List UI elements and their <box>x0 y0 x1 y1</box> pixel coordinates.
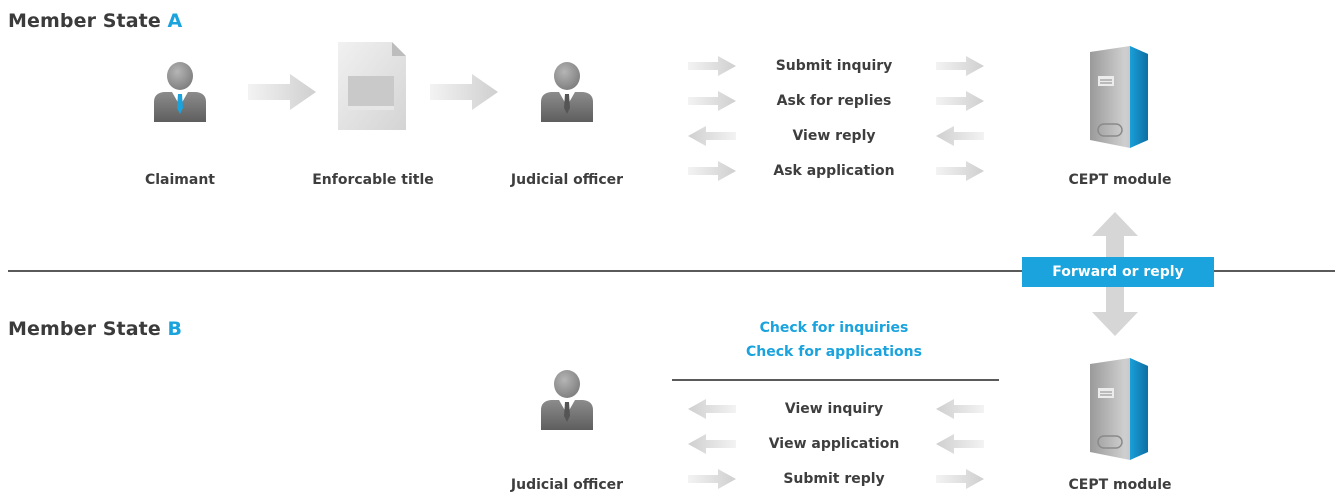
checks-underline <box>672 379 999 381</box>
arrow-right-icon <box>430 74 498 110</box>
state-a-letter: A <box>167 10 183 32</box>
cept-module-a-label: CEPT module <box>1068 172 1172 188</box>
arrow-left-icon <box>936 434 984 454</box>
flow-label: Submit reply <box>783 471 885 487</box>
flow-label: Ask for replies <box>776 93 892 109</box>
state-b-title-text: Member State <box>8 318 161 340</box>
document-icon <box>338 42 406 130</box>
state-b-title: Member State B <box>8 318 182 340</box>
arrow-right-icon <box>936 56 984 76</box>
flow-label: View reply <box>792 128 876 144</box>
flow-label: View application <box>768 436 900 452</box>
flow-label: View inquiry <box>784 401 884 417</box>
arrow-left-icon <box>936 399 984 419</box>
flow-label: Ask application <box>773 163 895 179</box>
arrow-right-icon <box>936 161 984 181</box>
claimant-label: Claimant <box>144 172 215 188</box>
state-b-letter: B <box>167 318 183 340</box>
arrow-right-icon <box>936 469 984 489</box>
judicial-officer-b-label: Judicial officer <box>510 477 624 493</box>
flow-label: Submit inquiry <box>775 58 893 74</box>
cept-module-b-label: CEPT module <box>1068 477 1172 493</box>
check-inquiries-label: Check for inquiries <box>759 320 909 336</box>
cept-server-icon <box>1090 358 1148 460</box>
arrow-right-icon <box>936 91 984 111</box>
arrow-right-icon <box>248 74 316 110</box>
check-applications-label: Check for applications <box>746 344 922 360</box>
state-a-title-text: Member State <box>8 10 161 32</box>
judicial-officer-a-label: Judicial officer <box>510 172 624 188</box>
arrow-left-icon <box>936 126 984 146</box>
state-a-title: Member State A <box>8 10 182 32</box>
forward-or-reply-badge: Forward or reply <box>1022 257 1214 287</box>
state-divider <box>8 270 1335 272</box>
cept-server-icon <box>1090 46 1148 148</box>
judicial-officer-person-icon <box>541 62 593 122</box>
judicial-officer-person-icon <box>541 370 593 430</box>
claimant-person-icon <box>154 62 206 122</box>
enforcable-title-label: Enforcable title <box>312 172 434 188</box>
